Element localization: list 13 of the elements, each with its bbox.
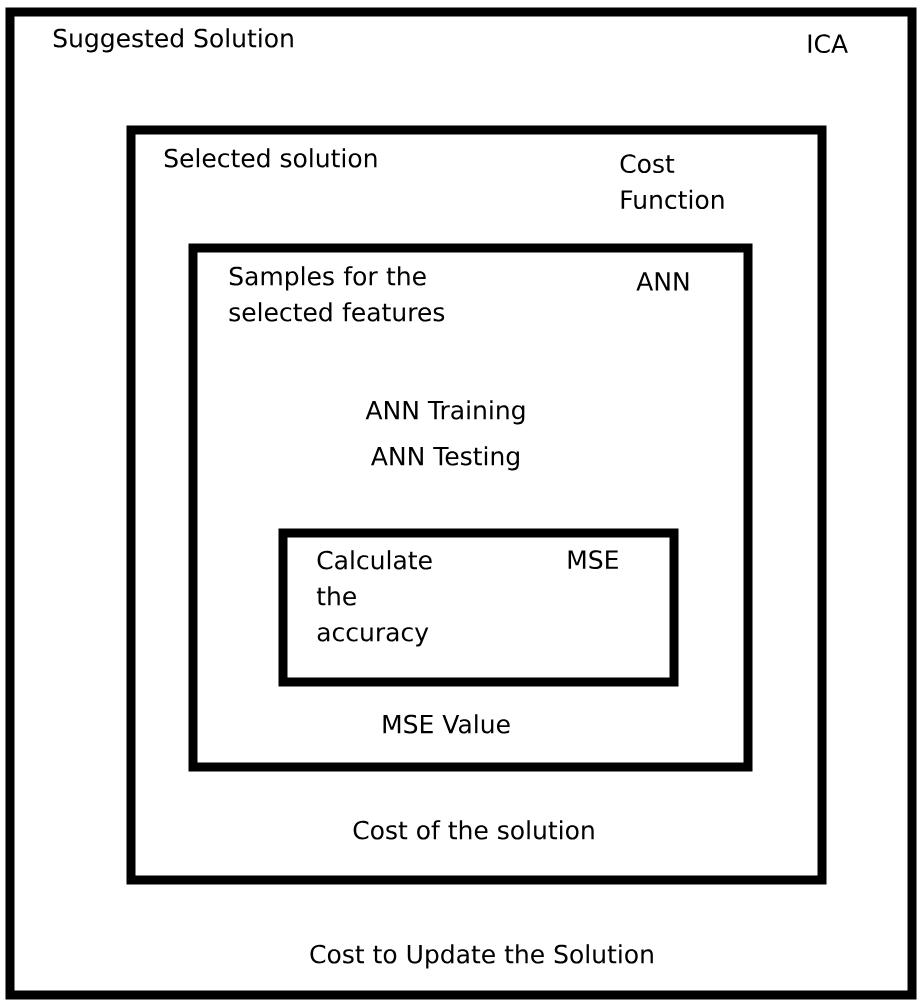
box-text: Cost to Update the Solution — [310, 944, 653, 969]
box-text: MSE Value — [383, 714, 510, 734]
box-text: Selected solution — [164, 148, 377, 168]
box-text: Cost of the solution — [353, 820, 594, 840]
box-text: ANN Testing — [371, 446, 519, 471]
box-text: Calculate the accuracy — [316, 550, 432, 647]
box-text: ICA — [808, 34, 848, 54]
box-text: Samples for the selected features — [229, 266, 445, 322]
box-text: ANN Training — [365, 400, 525, 425]
box-text: Cost Function — [620, 154, 724, 210]
box-text: Suggested Solution — [53, 28, 293, 53]
box-text: ANN — [636, 272, 689, 291]
box-text: MSE — [568, 550, 618, 570]
